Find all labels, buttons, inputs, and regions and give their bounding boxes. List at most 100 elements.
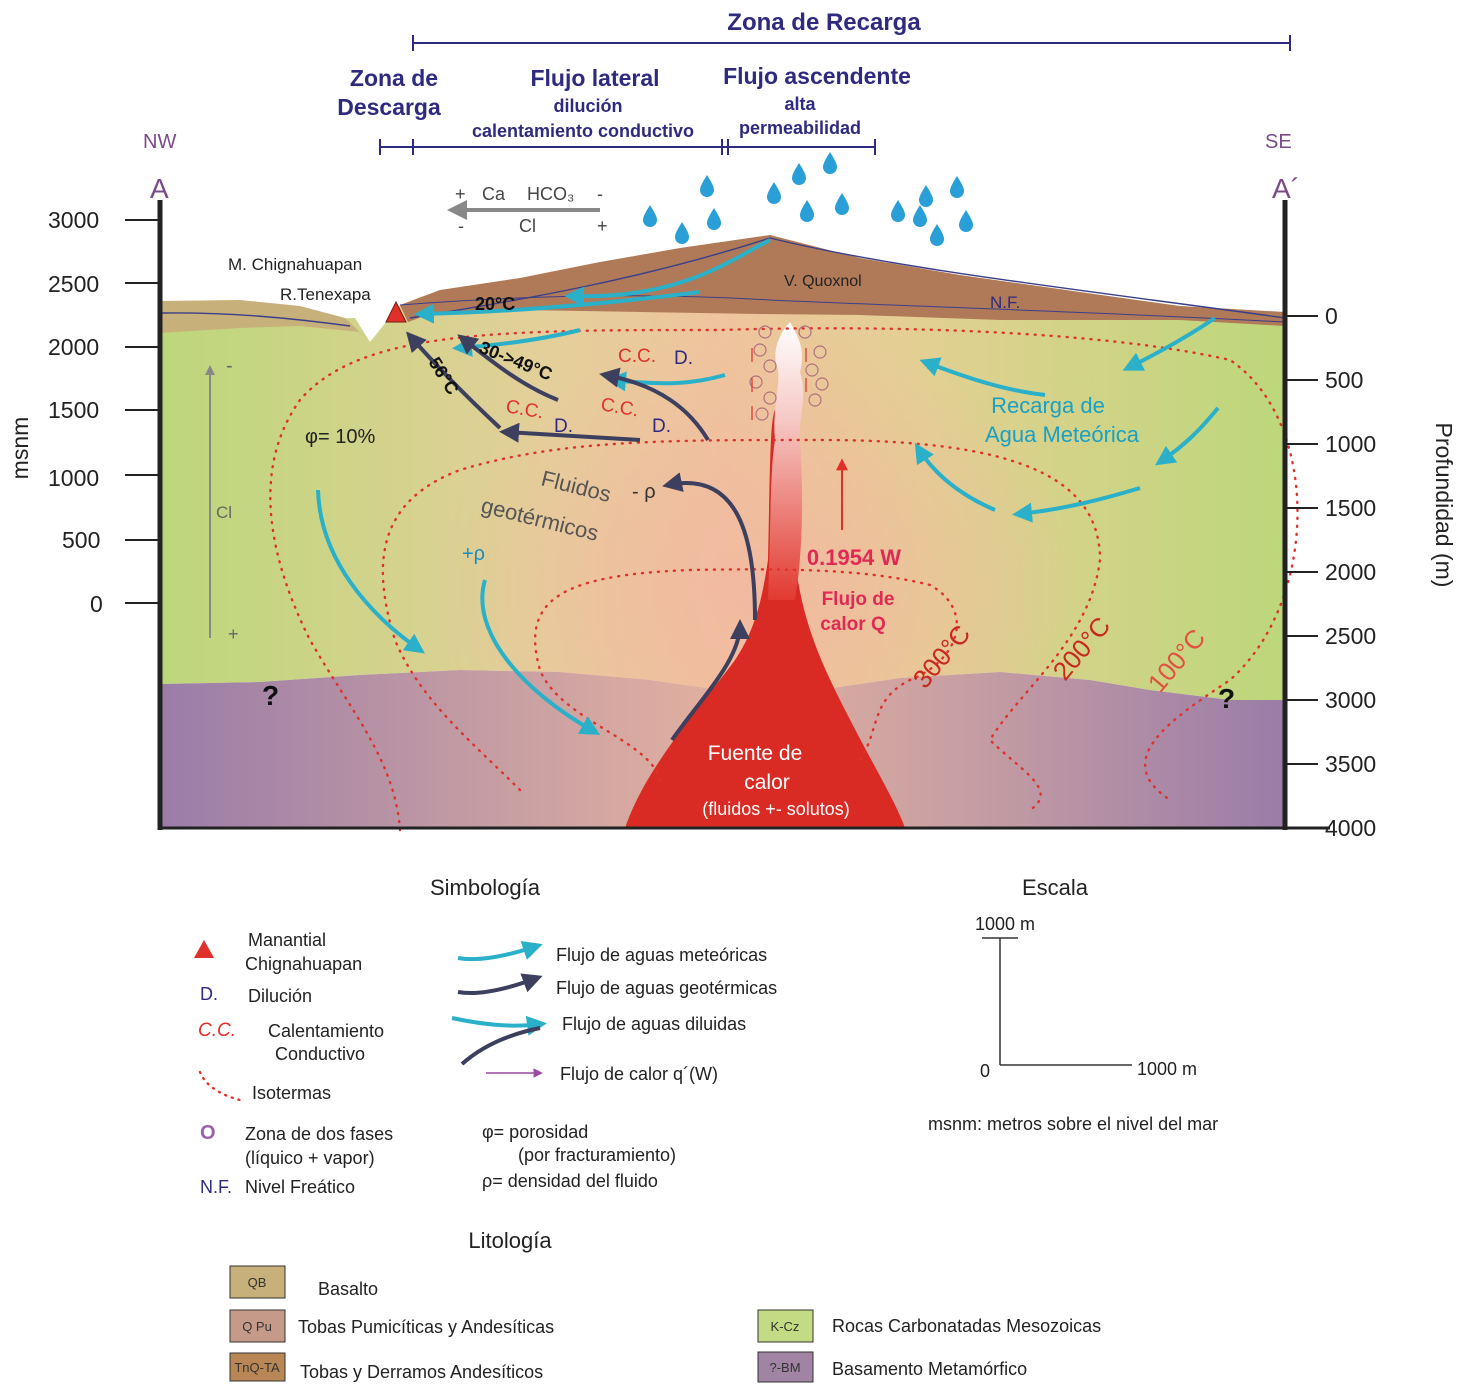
heat-source-label-3: (fluidos +- solutos) (702, 799, 850, 819)
manantial-label-1: M. Chignahuapan (228, 255, 362, 274)
gradient-cl: Cl (216, 503, 232, 522)
right-axis-labels: 0 500 1000 1500 2000 2500 3000 3500 4000 (1325, 303, 1376, 841)
heat-flux-label-1: Flujo de (822, 589, 895, 610)
heat-source-label-2: calor (744, 771, 790, 794)
legend-flujo-calor: Flujo de calor q´(W) (560, 1064, 718, 1084)
legend-flujo-dil: Flujo de aguas diluidas (562, 1014, 746, 1034)
chemistry-labels: + Ca HCO₃ - - Cl + (455, 184, 608, 236)
nw-label: NW (143, 131, 176, 153)
minus-rho-label: - ρ (632, 481, 656, 503)
legend-spring-icon (194, 940, 214, 958)
chem-ca: Ca (482, 184, 506, 204)
legend-two-phase-1: Zona de dos fases (245, 1124, 393, 1144)
legend-two-phase-symbol: O (200, 1122, 216, 1144)
legend-d-symbol: D. (200, 984, 218, 1004)
legend-dilucion: Dilución (248, 986, 312, 1006)
zona-descarga-title-1: Zona de (350, 65, 438, 91)
layer-contact-line (399, 295, 1285, 323)
manantial-label-2: R.Tenexapa (280, 285, 371, 304)
volcano-layer (400, 235, 1285, 326)
lithology-swatch-bm (757, 1351, 814, 1383)
legend-cc-text-1: Calentamiento (268, 1021, 384, 1041)
lithology-name-kcz: Rocas Carbonatadas Mesozoicas (832, 1316, 1101, 1336)
legend-nf-symbol: N.F. (200, 1177, 232, 1197)
d-label-2: D. (554, 416, 573, 437)
heat-flux-label-2: calor Q (820, 614, 885, 635)
legend-flujo-geo: Flujo de aguas geotérmicas (556, 978, 777, 998)
rain-drops (643, 152, 973, 246)
cc-label-1: C.C. (618, 346, 656, 367)
question-mark-left: ? (262, 680, 279, 711)
lithology-name-tnq: Tobas y Derramos Andesíticos (300, 1362, 543, 1382)
legend-diluted-arrow (451, 1015, 547, 1036)
section-frame (157, 200, 1330, 830)
right-tick-2000: 2000 (1325, 559, 1376, 585)
left-tick-2500: 2500 (48, 271, 99, 297)
chem-minus-1: - (597, 184, 603, 204)
small-heat-arrows (751, 348, 807, 420)
plus-rho-label: +ρ (462, 543, 485, 565)
lithology-swatch-tnq (229, 1352, 286, 1382)
lithology-item-qpu: Q Pu Tobas Pumicíticas y Andesíticas (229, 1309, 554, 1343)
legend-manantial-2: Chignahuapan (245, 954, 362, 974)
question-mark-right: ? (1218, 683, 1235, 714)
legend-flujo-met: Flujo de aguas meteóricas (556, 945, 767, 965)
legend-rho: ρ= densidad del fluido (482, 1171, 658, 1191)
scale-note: msnm: metros sobre el nivel del mar (928, 1114, 1218, 1134)
a-right-label: A´ (1272, 173, 1300, 204)
left-tick-500: 500 (62, 527, 100, 553)
gradient-plus: + (228, 624, 239, 644)
water-table-label: N.F. (990, 293, 1020, 312)
simbologia-title: Simbología (430, 875, 541, 900)
legend-cc-text-2: Conductivo (275, 1044, 365, 1064)
escala-title: Escala (1022, 875, 1089, 900)
right-tick-3500: 3500 (1325, 751, 1376, 777)
legend-phi-2: (por fracturamiento) (518, 1145, 676, 1165)
dilucion-subtitle: dilución (554, 96, 623, 116)
right-axis-ticks (1285, 315, 1318, 765)
steam-plume (768, 322, 804, 600)
lithology-item-qb: QB Basalto (229, 1265, 378, 1299)
se-label: SE (1265, 131, 1292, 153)
two-phase-zone (749, 325, 829, 421)
legend-meteoric-arrow (457, 940, 543, 962)
lithology-swatch-kcz (757, 1309, 814, 1343)
lithology-item-kcz: K-Cz Rocas Carbonatadas Mesozoicas (757, 1309, 1101, 1343)
scale-bar (982, 937, 1132, 1066)
heat-source (625, 410, 905, 828)
water-table-line-left (160, 312, 351, 327)
heat-flux-value: 0.1954 W (807, 545, 901, 570)
zona-descarga-title-2: Descarga (337, 94, 441, 120)
temp-20: 20°C (475, 294, 515, 314)
alta-subtitle: alta (784, 94, 816, 114)
right-tick-4000: 4000 (1325, 815, 1376, 841)
legend-manantial-1: Manantial (248, 930, 326, 950)
lithology-swatch-qb (229, 1265, 286, 1299)
legend-phi-1: φ= porosidad (482, 1122, 588, 1142)
right-tick-500: 500 (1325, 367, 1363, 393)
chem-hco3: HCO₃ (527, 184, 574, 204)
zona-recarga-title: Zona de Recarga (727, 9, 921, 36)
right-tick-2500: 2500 (1325, 623, 1376, 649)
legend-diluted-arrow-2 (460, 1026, 541, 1066)
flujo-ascendente-title: Flujo ascendente (723, 63, 911, 89)
left-tick-1500: 1500 (48, 397, 99, 423)
left-tick-0: 0 (90, 591, 103, 617)
lithology-code-qb: QB (248, 1275, 267, 1290)
legend-isotermas: Isotermas (252, 1083, 331, 1103)
right-tick-1000: 1000 (1325, 431, 1376, 457)
header-brackets (379, 35, 1291, 155)
gradient-minus: - (226, 355, 233, 377)
legend-isotherm-icon (198, 1070, 242, 1102)
lithology-item-bm: ?-BM Basamento Metamórfico (757, 1351, 1027, 1383)
lithology-name-qb: Basalto (318, 1279, 378, 1299)
scale-horizontal-label: 1000 m (1137, 1059, 1197, 1079)
chem-cl: Cl (519, 216, 536, 236)
lithology-name-bm: Basamento Metamórfico (832, 1359, 1027, 1379)
left-tick-3000: 3000 (48, 207, 99, 233)
meteoric-flow-arrows (316, 238, 1220, 735)
legend-geothermal-arrow (457, 973, 543, 996)
lithology-item-tnq: TnQ-TA Tobas y Derramos Andesíticos (229, 1352, 543, 1382)
heat-source-label-1: Fuente de (708, 742, 803, 765)
